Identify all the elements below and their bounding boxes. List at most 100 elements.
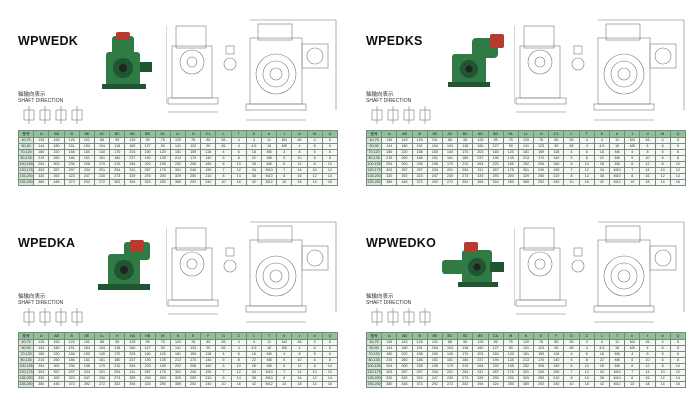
table-header: H bbox=[109, 332, 126, 340]
table-cell: 80-135 bbox=[365, 357, 383, 364]
table-header: HB bbox=[139, 332, 156, 340]
table-header: LL bbox=[517, 130, 535, 138]
table-header: b bbox=[260, 130, 278, 138]
table-cell: 292 bbox=[185, 179, 202, 186]
table-cell: 272 bbox=[93, 179, 111, 186]
table-header: E bbox=[533, 332, 550, 340]
table-cell: 100-155 bbox=[17, 161, 35, 168]
table-cell: 272 bbox=[441, 381, 459, 388]
table-header: B bbox=[63, 130, 80, 138]
table-header: L bbox=[215, 130, 232, 138]
technical-drawing bbox=[166, 221, 337, 323]
table-cell: 18 bbox=[639, 381, 656, 388]
table-cell: 80-135 bbox=[17, 155, 35, 162]
technical-drawing bbox=[514, 221, 685, 323]
table-cell: 240 bbox=[200, 179, 217, 186]
table-cell: 120-175 bbox=[17, 369, 35, 376]
table-header: E bbox=[245, 130, 263, 138]
table-cell: 155-250 bbox=[365, 179, 383, 186]
table-header: Z-L bbox=[548, 130, 565, 138]
shaft-direction-icon bbox=[55, 106, 67, 124]
table-header: L bbox=[593, 332, 611, 340]
table-header: CA bbox=[487, 332, 504, 340]
table-cell: 135-200 bbox=[17, 173, 35, 180]
table-header: AC bbox=[441, 130, 459, 138]
table-header: L bbox=[245, 332, 263, 340]
table-cell: 380 bbox=[33, 381, 50, 388]
table-cell: 80-135 bbox=[17, 357, 35, 364]
table-cell: 16 bbox=[669, 381, 687, 388]
table-header: Q bbox=[321, 130, 339, 138]
table-cell: 135-200 bbox=[365, 375, 383, 382]
table-cell: 70-120 bbox=[17, 351, 35, 358]
table-cell: 292 bbox=[533, 381, 550, 388]
table-cell: 155-250 bbox=[17, 381, 35, 388]
shaft-direction-label: 轴输向表示 SHAFT DIRECTION bbox=[366, 294, 412, 306]
shaft-direction-icon bbox=[371, 106, 383, 124]
shaft-direction-icon bbox=[419, 308, 431, 326]
catalog-panel-wpedks: WPEDKS 轴输向表示 bbox=[354, 10, 694, 200]
table-cell: 14 bbox=[306, 179, 323, 186]
table-cell: 120-175 bbox=[17, 167, 35, 174]
table-header: G bbox=[215, 332, 232, 340]
table-cell: M12 bbox=[608, 179, 626, 186]
shaft-direction-icon bbox=[23, 308, 35, 326]
table-header: B bbox=[411, 130, 428, 138]
shaft-direction-label: 轴输向表示 SHAFT DIRECTION bbox=[366, 92, 412, 104]
table-cell: 120-175 bbox=[365, 167, 383, 174]
table-cell: 135-200 bbox=[17, 375, 35, 382]
table-cell: 389 bbox=[169, 179, 187, 186]
table-header: AC bbox=[93, 130, 111, 138]
table-header: Q bbox=[321, 332, 339, 340]
table-header: T bbox=[578, 130, 595, 138]
table-header: AB bbox=[48, 130, 65, 138]
table-cell: 240 bbox=[548, 179, 565, 186]
table-header: d bbox=[654, 332, 671, 340]
table-cell: 446 bbox=[396, 381, 413, 388]
shaft-direction-icon bbox=[419, 106, 431, 124]
front-view bbox=[593, 19, 685, 121]
gearbox-photo bbox=[102, 32, 152, 89]
catalog-panel-wpedka: WPEDKA 轴输向表示 bbox=[6, 212, 346, 402]
table-cell: 100-155 bbox=[365, 363, 383, 370]
table-cell: 155-250 bbox=[365, 381, 383, 388]
table-header: b bbox=[276, 332, 293, 340]
series-title: WPEDKS bbox=[366, 34, 423, 48]
side-view bbox=[514, 227, 567, 315]
table-cell: 324 bbox=[139, 179, 156, 186]
table-header: BC bbox=[441, 332, 459, 340]
table-header: A bbox=[33, 332, 50, 340]
table-header: AD bbox=[124, 130, 141, 138]
table-cell: 14 bbox=[654, 381, 671, 388]
table-cell: 14 bbox=[306, 381, 323, 388]
table-cell: 16 bbox=[578, 381, 595, 388]
table-cell: 373 bbox=[411, 179, 428, 186]
shaft-direction-diagram bbox=[371, 106, 431, 124]
table-cell: M12 bbox=[260, 179, 278, 186]
table-cell: 292 bbox=[426, 179, 443, 186]
table-header: LL bbox=[93, 332, 111, 340]
series-title: WPEDKA bbox=[18, 236, 76, 250]
series-title: WPWEDK bbox=[18, 34, 79, 48]
table-header: F bbox=[200, 332, 217, 340]
shaft-direction-icon bbox=[387, 106, 399, 124]
table-cell: 292 bbox=[533, 179, 550, 186]
table-cell: 250 bbox=[154, 381, 171, 388]
table-cell: 373 bbox=[411, 381, 428, 388]
catalog-panel-wpwedk: WPWEDK 轴输向表示 bbox=[6, 10, 346, 200]
table-cell: 272 bbox=[93, 381, 111, 388]
side-view bbox=[514, 25, 567, 113]
shaft-detail bbox=[571, 247, 585, 273]
table-cell: 16 bbox=[321, 179, 339, 186]
table-cell: 16 bbox=[669, 179, 687, 186]
